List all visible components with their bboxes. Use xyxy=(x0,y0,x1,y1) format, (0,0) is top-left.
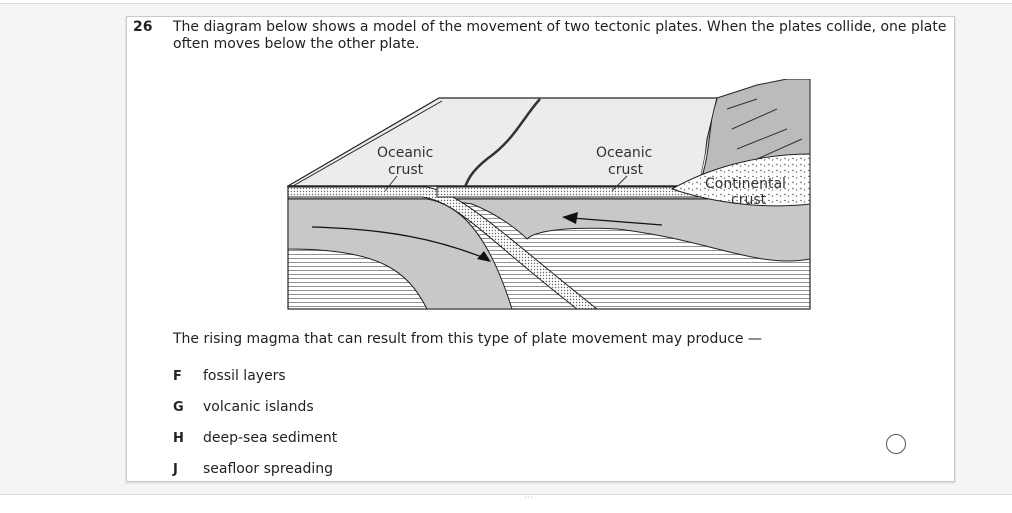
tectonic-plates-diagram: Oceanic crust Oceanic crust Continental … xyxy=(287,79,811,310)
ocean-surface xyxy=(287,97,718,187)
question-number: 26 xyxy=(133,19,153,35)
option-letter: F xyxy=(173,369,182,384)
label-oceanic-left: Oceanic xyxy=(377,145,433,161)
top-bar xyxy=(0,0,1012,4)
question-prompt: The rising magma that can result from th… xyxy=(173,331,762,347)
resize-handle[interactable]: ⋯ xyxy=(524,493,533,503)
option-letter: H xyxy=(173,431,184,446)
option-text: seafloor spreading xyxy=(203,461,333,477)
answer-radio-button[interactable] xyxy=(886,434,906,454)
label-oceanic-left-2: crust xyxy=(388,162,424,178)
label-continental: Continental xyxy=(705,176,786,192)
question-stem: The diagram below shows a model of the m… xyxy=(173,19,947,52)
option-text: deep-sea sediment xyxy=(203,430,338,446)
label-oceanic-right: Oceanic xyxy=(596,145,652,161)
subduction-arrow xyxy=(311,226,488,260)
plate-motion-arrow xyxy=(571,217,663,226)
option-letter: J xyxy=(173,462,178,477)
option-text: volcanic islands xyxy=(203,399,314,415)
trench-line xyxy=(460,98,541,197)
option-text: fossil layers xyxy=(203,368,286,384)
question-card: 26 The diagram below shows a model of th… xyxy=(126,16,955,482)
label-continental-2: crust xyxy=(731,192,767,208)
option-letter: G xyxy=(173,400,184,415)
bottom-panel: ⋯ xyxy=(0,494,1012,513)
label-oceanic-right-2: crust xyxy=(608,162,644,178)
continental-crust xyxy=(670,153,811,207)
subducting-crust xyxy=(287,186,599,310)
